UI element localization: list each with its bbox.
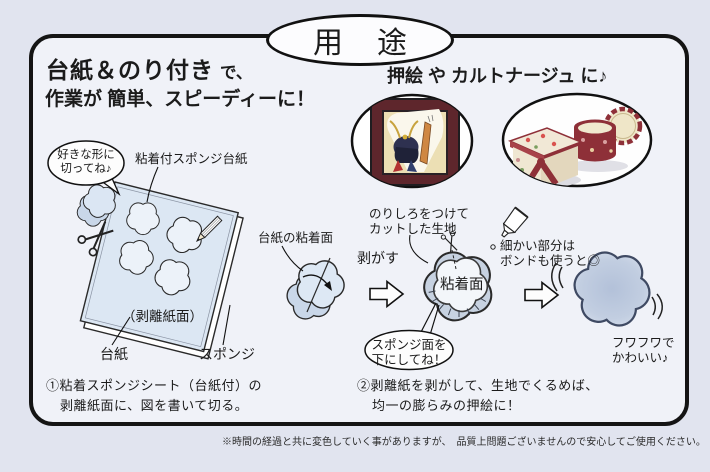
photo-oshie: [350, 93, 474, 189]
footnote: ※時間の経過と共に変色していく事がありますが、 品質上問題ございませんので安心し…: [222, 437, 706, 448]
wrap-diagram: [364, 206, 529, 371]
arrow-right-icon: [369, 279, 405, 309]
step2-line2: 均一の膨らみの押絵に！: [372, 398, 521, 413]
label-sponge: スポンジ: [199, 346, 255, 362]
label-sheet-top: 粘着付スポンジ台紙: [135, 152, 248, 166]
result-flower: [551, 246, 663, 332]
photo-cartonnage: [501, 92, 653, 188]
label-bond: 細かい部分は ボンドも使うと◎: [500, 239, 601, 268]
bubble1-text: 好きな形に 切ってね♪: [57, 149, 115, 175]
headline-right: 押絵 や カルトナージュ に♪: [387, 66, 608, 86]
peel-diagram: [279, 245, 349, 328]
step2-line1: ②剥離紙を剥がして、生地でくるめば、: [357, 378, 599, 393]
label-board: 台紙: [100, 346, 128, 362]
headline-left-line2: 作業が 簡単、スピーディーに！: [45, 89, 315, 110]
glue-drop: [490, 244, 496, 250]
label-fabric: のりしろをつけて カットした生地: [369, 207, 470, 236]
glue-tube-icon: [501, 206, 529, 238]
step1-line2: 剥離紙面に、図を書いて切る。: [60, 398, 249, 413]
label-adhesive: 粘着面: [440, 277, 484, 293]
bubble2-text: スポンジ面を 下にしてね！: [371, 338, 447, 367]
pencil-icon: [195, 215, 223, 243]
label-fluffy: フワフワで かわいい♪: [612, 336, 675, 365]
label-peel: 剥がす: [357, 250, 399, 266]
speech-bubble-pointer: [419, 302, 440, 336]
label-adhesive-face: 台紙の粘着面: [258, 231, 334, 245]
arrow-right-icon: [524, 280, 560, 310]
speech-bubble-1: [47, 140, 125, 186]
title-oval: 用 途: [266, 14, 454, 66]
page-title: 用 途: [313, 27, 409, 60]
headline-left-line1: 台紙＆のり付きで、: [46, 57, 253, 83]
sponge-sheet: [47, 140, 244, 360]
step1-line1: ①粘着スポンジシート（台紙付）の: [46, 378, 263, 393]
label-release-surface: （剥離紙面）: [122, 309, 203, 324]
speech-bubble-2: [364, 329, 454, 371]
